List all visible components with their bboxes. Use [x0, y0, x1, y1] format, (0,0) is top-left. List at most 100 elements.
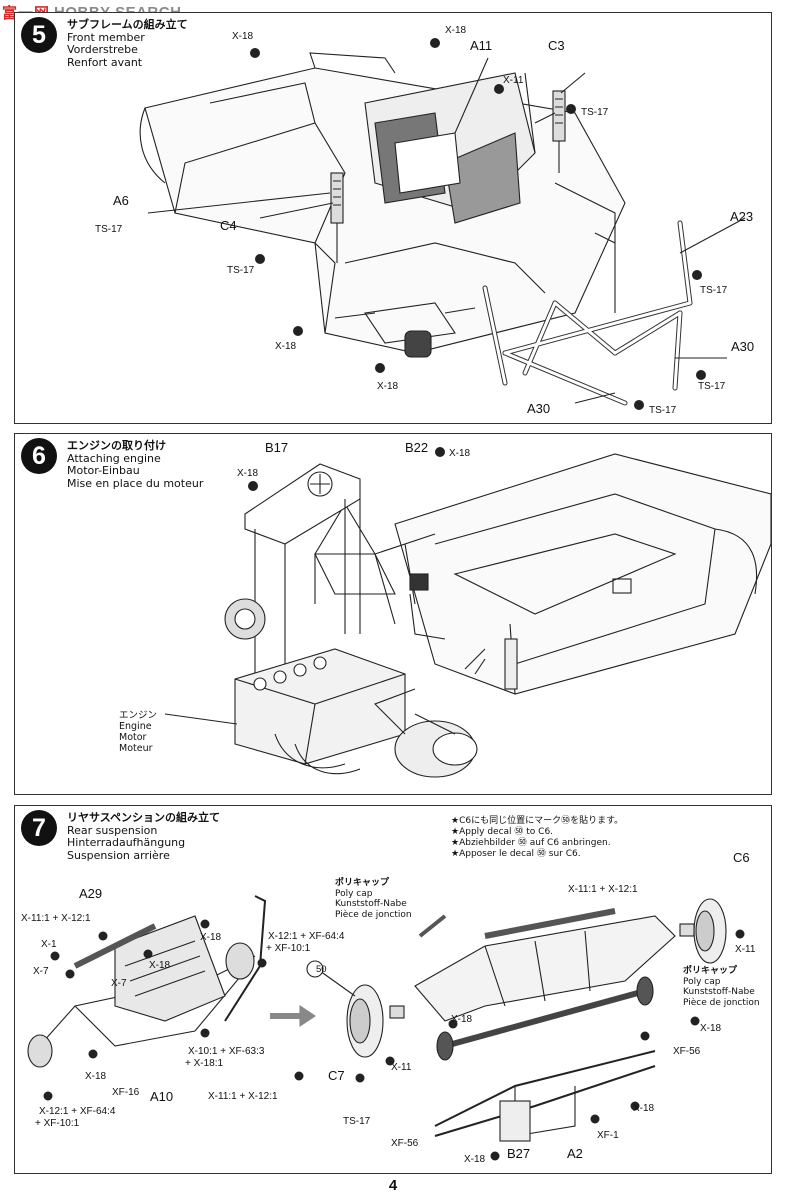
label-a2: A2 [567, 1146, 583, 1161]
label-a30-a: A30 [731, 339, 755, 354]
label-b22: B22 [405, 440, 429, 455]
step-6-title: エンジンの取り付け Attaching engine Motor-Einbau … [67, 439, 204, 490]
step-6-title-de: Motor-Einbau [67, 464, 140, 477]
label-x18-a: X-18 [200, 932, 222, 943]
label-xf16: XF-16 [112, 1087, 140, 1098]
label-x10-xf63: X-10:1 + XF-63:3 [188, 1046, 265, 1057]
label-ts17: TS-17 [343, 1116, 371, 1127]
label-c7: C7 [328, 1068, 345, 1083]
engine-label-en: Engine [119, 721, 152, 732]
rear-suspension-drawing [27, 895, 745, 1161]
decal-notes: ★C6にも同じ位置にマーク㊿を貼ります。 ★Apply decal ㊿ to C… [451, 816, 623, 860]
step-number-6: 6 [21, 438, 57, 474]
label-x18-c: X-18 [275, 341, 297, 352]
label-xf56-a: XF-56 [673, 1046, 701, 1057]
label-ts17-d: TS-17 [700, 285, 728, 296]
label-a6: A6 [113, 193, 129, 208]
engine-attaching-drawing [164, 447, 771, 778]
label-x18-f: X-18 [633, 1103, 655, 1114]
label-ts17-b: TS-17 [95, 224, 123, 235]
step-6-panel: 6 エンジンの取り付け Attaching engine Motor-Einba… [14, 433, 772, 795]
front-member-assembly-drawing [139, 38, 746, 410]
step-7-title-de: Hinterradaufhängung [67, 836, 186, 849]
engine-label-fr: Moteur [119, 743, 153, 754]
label-xf10-b: + XF-10:1 [266, 943, 311, 954]
step-6-title-en: Attaching engine [67, 451, 161, 465]
polycap-right-fr: Pièce de jonction [683, 997, 760, 1008]
label-x11: X-11 [391, 1062, 412, 1073]
step-7-title: リヤサスペンションの組み立て Rear suspension Hinterrad… [67, 811, 221, 862]
step-5-title-jp: サブフレームの組み立て [67, 18, 188, 31]
label-b27: B27 [507, 1146, 531, 1161]
label-x7-a: X-7 [33, 966, 49, 977]
label-a29: A29 [79, 886, 103, 901]
step-5-title: サブフレームの組み立て Front member Vorderstrebe Re… [67, 18, 188, 69]
label-x11-x12-a: X-11:1 + X-12:1 [21, 913, 91, 924]
label-a10: A10 [150, 1089, 174, 1104]
label-ts17-f: TS-17 [649, 405, 677, 416]
label-x18-e: X-18 [700, 1023, 722, 1034]
label-x11: X-11 [503, 75, 524, 86]
page-number: 4 [388, 1177, 398, 1194]
polycap-callout-right: ポリキャップ Poly cap Kunststoff-Nabe Pièce de… [683, 966, 760, 1008]
step-7-title-fr: Suspension arrière [67, 848, 170, 862]
polycap-right-en: Poly cap [683, 976, 721, 987]
step-7-panel: 7 リヤサスペンションの組み立て Rear suspension Hinterr… [14, 805, 772, 1174]
label-a23: A23 [730, 209, 754, 224]
step-5-title-en: Front member [67, 30, 145, 44]
label-x1: X-1 [41, 939, 57, 950]
label-xf1: XF-1 [597, 1130, 619, 1141]
step-5-title-fr: Renfort avant [67, 55, 143, 69]
label-x18-d: X-18 [377, 381, 399, 392]
label-x18-a: X-18 [449, 448, 471, 459]
label-a11: A11 [470, 38, 493, 53]
label-x18-b: X-18 [445, 25, 467, 36]
label-ts17-e: TS-17 [698, 381, 726, 392]
label-x18-1: + X-18:1 [185, 1058, 224, 1069]
decal-note-fr: ★Apposer le decal ㊿ sur C6. [451, 849, 581, 859]
label-c4: C4 [220, 218, 237, 233]
step-6-title-jp: エンジンの取り付け [67, 439, 166, 452]
decal-note-jp: ★C6にも同じ位置にマーク㊿を貼ります。 [451, 816, 624, 826]
label-xf56-b: XF-56 [391, 1138, 419, 1149]
polycap-left-jp: ポリキャップ [335, 878, 390, 888]
label-c6: C6 [733, 850, 750, 865]
label-x18-d: X-18 [451, 1014, 473, 1025]
label-ts17-a: TS-17 [581, 107, 609, 118]
decal-number-marker: 50 [316, 964, 327, 975]
label-x18-b: X-18 [149, 960, 171, 971]
engine-label-de: Motor [119, 732, 147, 743]
polycap-right-de: Kunststoff-Nabe [683, 987, 755, 997]
label-c3: C3 [548, 38, 565, 53]
label-b17: B17 [265, 440, 289, 455]
decal-note-de: ★Abziehbilder ㊿ auf C6 anbringen. [451, 838, 611, 848]
engine-callout: エンジン Engine Motor Moteur [119, 710, 157, 754]
step-number-7: 7 [21, 810, 57, 846]
label-x18-a: X-18 [232, 31, 254, 42]
label-x18-g: X-18 [464, 1154, 486, 1165]
label-x12-xf64-b: X-12:1 + XF-64:4 [268, 931, 345, 942]
step-7-title-jp: リヤサスペンションの組み立て [67, 811, 221, 824]
label-x11-b: X-11 [735, 944, 756, 955]
engine-label-jp: エンジン [119, 710, 158, 721]
label-x11-x12-c: X-11:1 + X-12:1 [568, 884, 638, 895]
step-6-title-fr: Mise en place du moteur [67, 476, 204, 490]
label-x18-b: X-18 [237, 468, 259, 479]
polycap-left-en: Poly cap [335, 888, 373, 899]
label-ts17-c: TS-17 [227, 265, 255, 276]
label-x11-x12-b: X-11:1 + X-12:1 [208, 1091, 278, 1102]
polycap-left-fr: Pièce de jonction [335, 909, 412, 920]
step-5-panel: 5 サブフレームの組み立て Front member Vorderstrebe … [14, 12, 772, 424]
polycap-callout-left: ポリキャップ Poly cap Kunststoff-Nabe Pièce de… [335, 878, 412, 920]
label-x18-c: X-18 [85, 1071, 107, 1082]
decal-note-en: ★Apply decal ㊿ to C6. [451, 827, 554, 837]
label-x12-xf64-a: X-12:1 + XF-64:4 [39, 1106, 116, 1117]
label-a30-b: A30 [527, 401, 551, 416]
step-7-title-en: Rear suspension [67, 823, 158, 837]
step-number-5: 5 [21, 17, 57, 53]
label-x7-b: X-7 [111, 978, 127, 989]
polycap-left-de: Kunststoff-Nabe [335, 899, 407, 909]
step-5-title-de: Vorderstrebe [67, 43, 138, 56]
polycap-right-jp: ポリキャップ [683, 966, 738, 976]
label-xf10-a: + XF-10:1 [35, 1118, 80, 1129]
